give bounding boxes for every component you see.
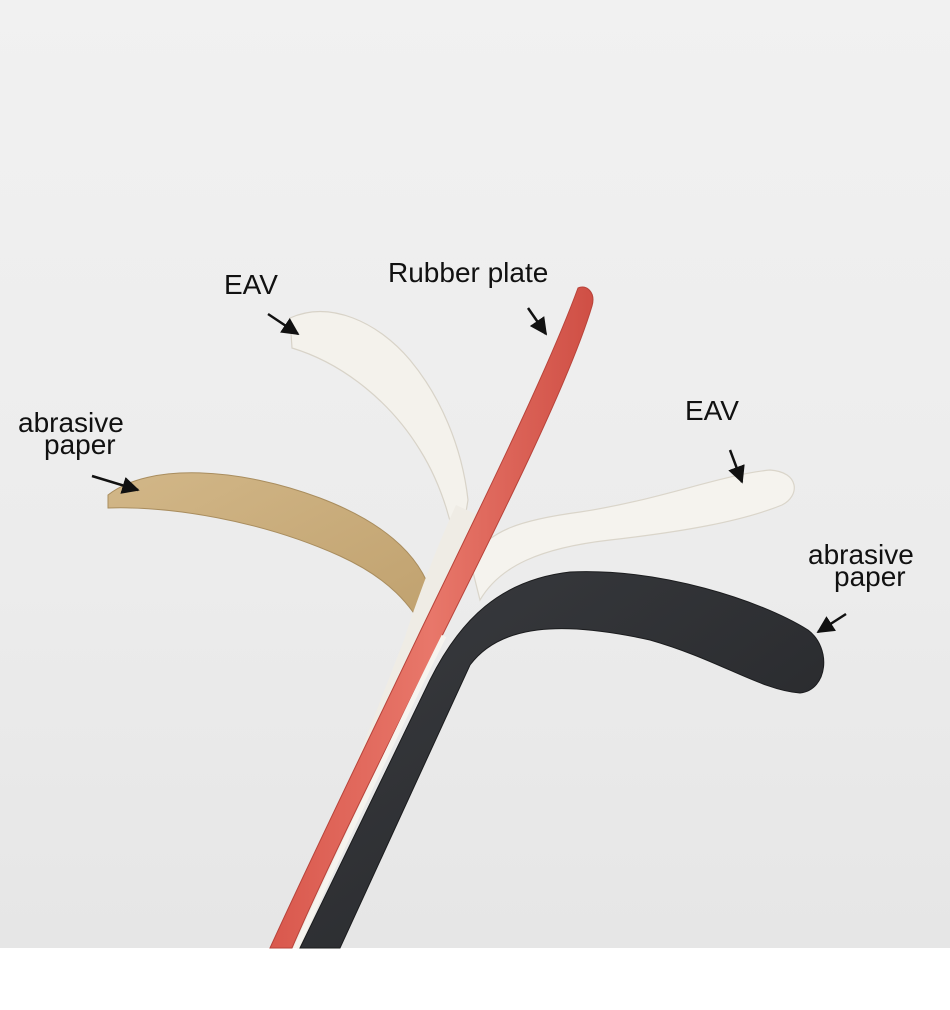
- arrow-rubber-plate: [526, 307, 548, 336]
- photo-background: [0, 0, 950, 948]
- label-abrasive-left-line2: paper: [44, 429, 116, 460]
- arrow-eav-right: [728, 449, 745, 484]
- arrow-abrasive-right: [816, 612, 847, 634]
- eav-edge-line: [293, 634, 447, 950]
- label-abrasive-right-line2: paper: [834, 561, 906, 592]
- rubber-plate-strip: [269, 286, 594, 949]
- label-eav-left: EAV: [224, 269, 278, 300]
- eav-layer-right-strip: [469, 469, 795, 602]
- abrasive-paper-dark-strip: [299, 571, 825, 949]
- label-abrasive-left-line1: abrasive: [18, 407, 124, 438]
- label-eav-right: EAV: [685, 395, 739, 426]
- label-rubber-plate: Rubber plate: [388, 257, 548, 288]
- arrow-abrasive-left: [91, 474, 140, 494]
- arrow-eav-left: [267, 312, 300, 336]
- label-abrasive-right-line1: abrasive: [808, 539, 914, 570]
- bottom-white-band: [0, 948, 950, 1010]
